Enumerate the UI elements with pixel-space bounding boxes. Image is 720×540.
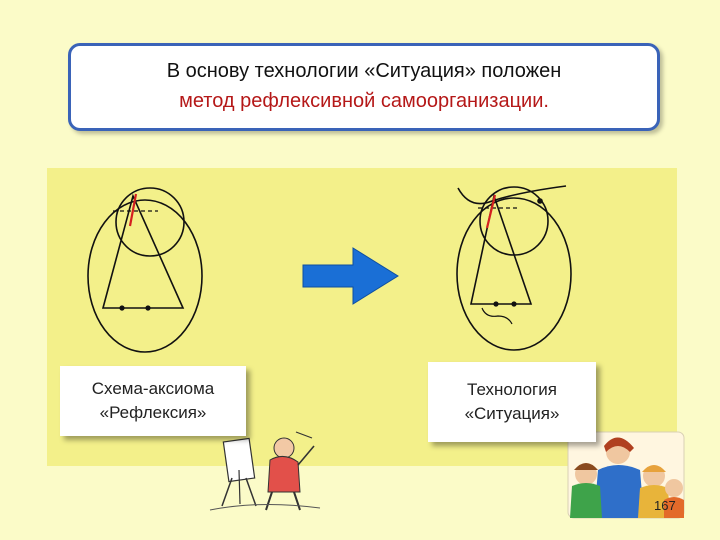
title-box: В основу технологии «Ситуация» положен м… (68, 43, 660, 131)
situation-schema (456, 185, 572, 351)
schema-axiom-line-2: «Рефлексия» (99, 403, 207, 422)
outer-ellipse-right (456, 197, 572, 351)
title-line-1: В основу технологии «Ситуация» положен (166, 60, 562, 82)
red-mark-left (128, 193, 138, 227)
technology-label: Технология «Ситуация» (428, 362, 596, 442)
bracket-right (481, 307, 513, 325)
triangle-left (101, 193, 185, 309)
outer-ellipse-left (87, 199, 203, 353)
technology-line-1: Технология (467, 380, 557, 399)
technology-line-2: «Ситуация» (464, 404, 560, 423)
reflexion-schema (87, 187, 203, 353)
title-line-2: метод рефлексивной самоорганизации. (179, 90, 549, 112)
artist-easel-clipart (209, 431, 321, 511)
arc-curve-right (457, 185, 567, 205)
inner-circle-left (115, 187, 185, 257)
page-number: 167 (654, 498, 676, 513)
red-mark-right (485, 194, 497, 229)
family-photo (567, 431, 685, 519)
right-arrow-icon (302, 247, 399, 305)
schema-axiom-line-1: Схема-аксиома (91, 379, 215, 398)
schema-axiom-label: Схема-аксиома «Рефлексия» (60, 366, 246, 436)
triangle-right (470, 193, 533, 305)
